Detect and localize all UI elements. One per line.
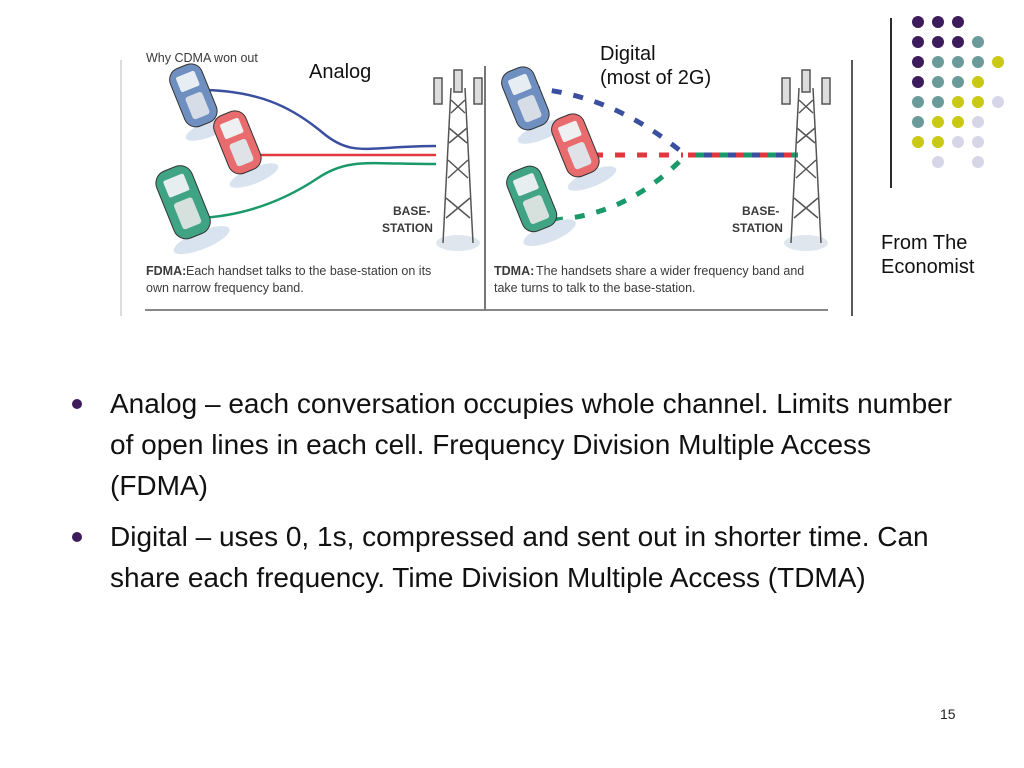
fdma-phone-green [155, 165, 230, 255]
source-credit: From The Economist [881, 231, 974, 279]
dot-row-7 [912, 136, 984, 148]
tdma-caption-title: TDMA: [494, 264, 534, 278]
tdma-caption-line1: The handsets share a wider frequency ban… [536, 264, 804, 278]
tdma-tower [781, 69, 831, 251]
tdma-green-signal [552, 156, 685, 223]
decorative-dot-grid [912, 16, 1004, 168]
fdma-phone-blue [169, 63, 235, 141]
fdma-station-label-2: STATION [382, 221, 433, 235]
dot-row-3 [912, 56, 1004, 68]
source-credit-line2: Economist [881, 256, 975, 278]
page-number: 15 [940, 706, 956, 722]
fdma-caption-line1: Each handset talks to the base-station o… [186, 264, 431, 278]
decorative-vertical-rule [890, 18, 892, 188]
tdma-station-label-1: BASE- [742, 204, 779, 218]
dot-row-5 [912, 96, 1004, 108]
fdma-tdma-diagram: Why CDMA won out [120, 51, 853, 316]
fdma-panel: BASE- STATION FDMA: Each handset talks t… [146, 63, 483, 295]
dot-row-8 [932, 156, 984, 168]
dot-row-1 [912, 16, 964, 28]
dot-row-4 [912, 76, 984, 88]
dot-row-2 [912, 36, 984, 48]
fdma-caption-title: FDMA: [146, 264, 186, 278]
fdma-tower [433, 69, 483, 251]
fdma-phone-red [213, 110, 279, 188]
cropped-heading: Why CDMA won out [146, 51, 258, 65]
tdma-caption-line2: take turns to talk to the base-station. [494, 281, 696, 295]
bullet-dot-icon [72, 532, 82, 542]
source-credit-line1: From The [881, 232, 968, 254]
tdma-panel: BASE- STATION TDMA: The handsets share a… [494, 66, 831, 295]
tdma-phone-red [551, 113, 617, 191]
fdma-blue-signal [187, 88, 437, 151]
fdma-green-signal [197, 161, 437, 220]
fdma-station-label-1: BASE- [393, 204, 430, 218]
tdma-phone-green [506, 165, 576, 247]
digital-label-line2: (most of 2G) [600, 67, 712, 89]
digital-label-line1: Digital [600, 43, 656, 65]
dot-row-6 [912, 116, 984, 128]
bullet-dot-icon [72, 399, 82, 409]
bullet-text: Digital – uses 0, 1s, compressed and sen… [110, 521, 929, 593]
digital-label: Digital (most of 2G) [600, 42, 711, 90]
tdma-station-label-2: STATION [732, 221, 783, 235]
fdma-caption-line2: own narrow frequency band. [146, 281, 304, 295]
bullet-text: Analog – each conversation occupies whol… [110, 388, 953, 501]
bullet-item-digital: Digital – uses 0, 1s, compressed and sen… [72, 516, 972, 598]
analog-label: Analog [309, 61, 372, 83]
bullet-list: Analog – each conversation occupies whol… [72, 383, 972, 608]
bullet-item-analog: Analog – each conversation occupies whol… [72, 383, 972, 506]
